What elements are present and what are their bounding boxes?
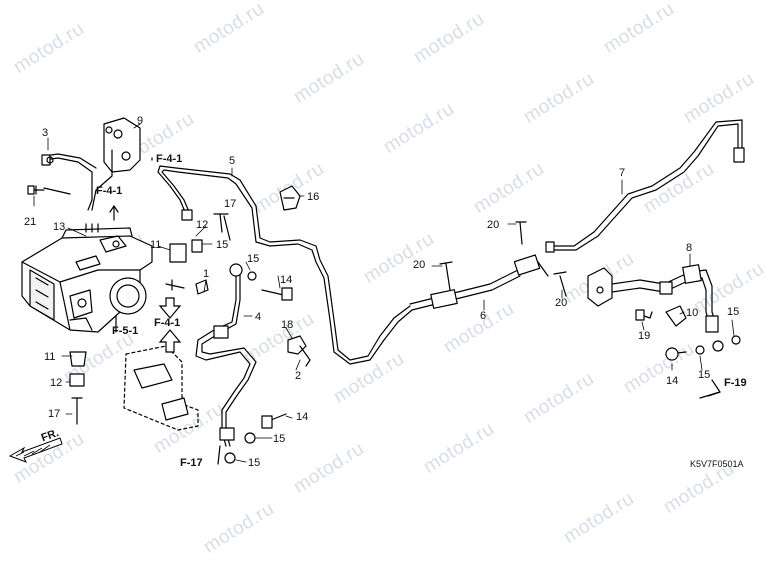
bolt-21 [27,185,71,195]
callout-15-bottom: 15 [248,457,261,469]
brake-hose-8 [611,264,719,333]
three-way-joint [587,267,613,307]
cover-arrows [158,297,182,353]
callout-8: 8 [686,242,693,254]
grommet-11 [69,351,87,425]
callout-14-right: 14 [666,375,679,387]
callout-11-upper: 11 [150,239,162,251]
callout-11-lower: 11 [44,351,56,363]
callout-2: 2 [295,370,302,382]
callout-1: 1 [203,268,210,280]
section-ref-f-17[interactable]: F-17 [180,457,203,469]
callout-4: 4 [255,311,262,323]
callout-12-lower: 12 [50,377,63,389]
callout-13: 13 [53,221,66,233]
section-ref-f-4-1-left[interactable]: F-4-1 [96,185,123,197]
callout-16: 16 [307,191,320,203]
callout-19: 19 [638,330,651,342]
brake-pipe-5 [157,165,413,365]
brake-hose-4 [195,263,257,464]
sensor-clip [287,335,311,367]
lower-cover [123,345,199,431]
clip-10 [665,305,687,327]
callout-5: 5 [229,155,236,167]
front-arrow [8,437,63,463]
bolt-14-right [665,347,687,361]
callout-18: 18 [281,319,294,331]
callout-10: 10 [686,307,699,319]
callout-15-upper: 15 [216,239,229,251]
brake-pipe-7 [545,119,745,253]
sensor-clip-1 [165,279,209,295]
f17-arrow [217,445,221,465]
callout-17-lower: 17 [48,408,61,420]
bolt-20 [439,221,567,297]
callout-15-lower: 15 [273,433,286,445]
callout-3: 3 [42,127,49,139]
callout-14-lower: 14 [296,411,309,423]
section-ref-f-4-1-mid[interactable]: F-4-1 [154,317,181,329]
washer-15-left [244,271,257,444]
f19-arrow [699,379,721,399]
mount-bracket [91,117,141,211]
cover-parts [133,363,189,421]
callout-20-a: 20 [487,219,500,231]
callout-6: 6 [480,310,487,322]
callout-17-upper: 17 [224,198,237,210]
bolt-19 [635,309,653,321]
callout-20-b: 20 [413,259,426,271]
pipe-clamp-16 [279,185,301,211]
drawing-code: K5V7F0501A [690,459,744,469]
callout-9: 9 [137,115,144,127]
callout-20-c: 20 [555,297,568,309]
reference-arrows [109,157,153,333]
callout-14-mid: 14 [280,274,293,286]
section-ref-f-19[interactable]: F-19 [724,377,747,389]
callout-15-right-lower: 15 [698,369,711,381]
brake-pipe-3 [41,153,97,211]
bolt-17 [213,213,229,233]
callout-7: 7 [619,167,626,179]
brake-hose-6 [409,254,549,311]
callout-12-upper: 12 [196,219,209,231]
fitting-group [169,215,231,263]
callout-leaders [33,123,735,463]
bolt-14-left [261,287,293,429]
abs-modulator-unit [21,223,153,333]
washer-15 [695,335,741,355]
callout-15-mid: 15 [247,253,260,265]
section-ref-f-4-1-top[interactable]: F-4-1 [156,153,183,165]
callout-21: 21 [24,216,37,228]
section-ref-f-5-1[interactable]: F-5-1 [112,325,139,337]
callout-15-right: 15 [727,306,740,318]
